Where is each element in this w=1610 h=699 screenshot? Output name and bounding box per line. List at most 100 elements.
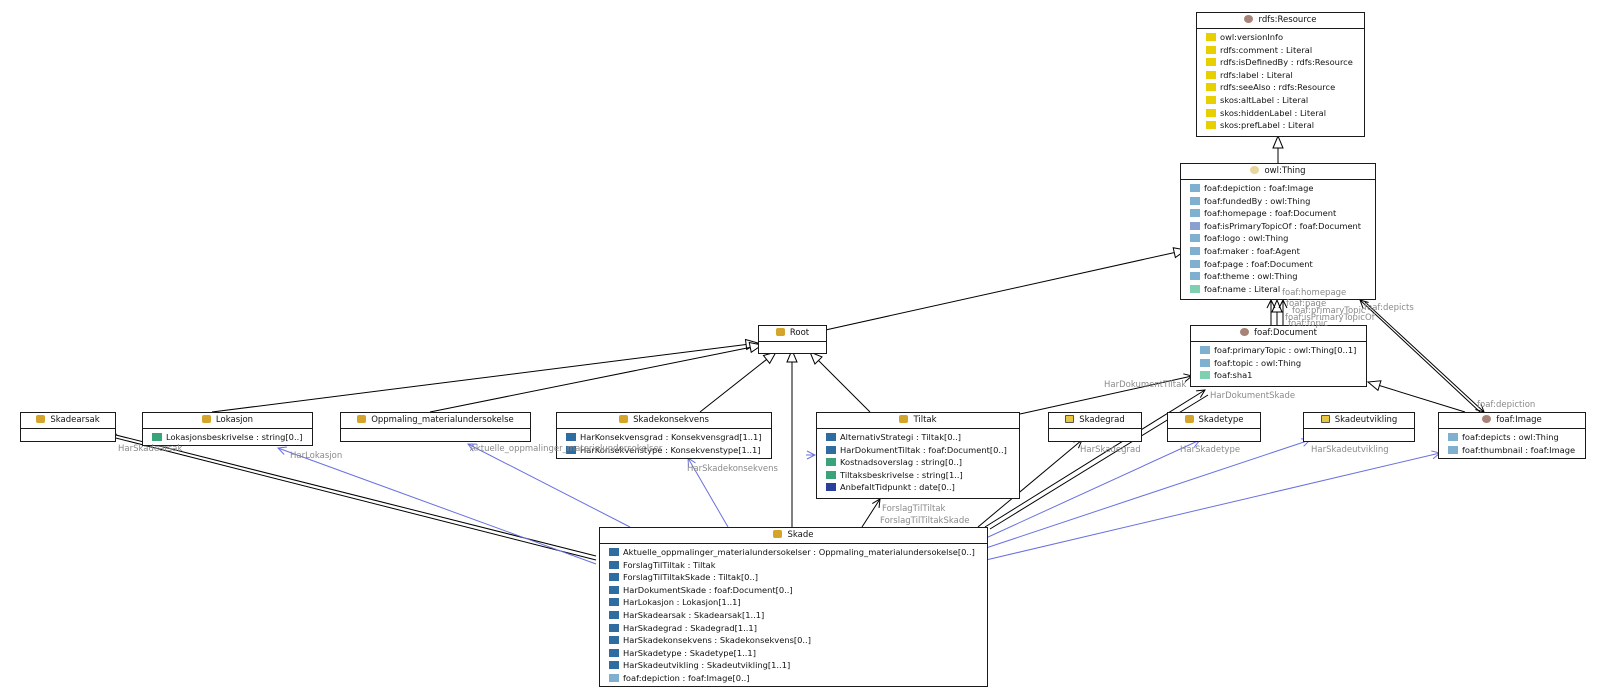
property-row[interactable]: foaf:topic : owl:Thing: [1191, 357, 1366, 370]
property-text: foaf:depiction : foaf:Image: [1204, 183, 1314, 193]
edge-skade-skadetype: [985, 440, 1200, 539]
subclass-edge-oppmaling-root: [429, 345, 762, 413]
property-row[interactable]: foaf:page : foaf:Document: [1181, 258, 1375, 271]
class-title: Oppmaling_materialundersokelse: [371, 415, 514, 425]
edge-skade-oppmaling: [468, 444, 631, 528]
property-row[interactable]: HarKonsekvenstype : Konsekvenstype[1..1]: [557, 444, 771, 457]
class-skadearsak[interactable]: Skadearsak: [20, 412, 116, 442]
foaf_object-property-icon: [609, 673, 619, 682]
property-row[interactable]: HarSkadeutvikling : Skadeutvikling[1..1]: [600, 659, 987, 672]
property-text: HarDokumentTiltak : foaf:Document[0..]: [840, 444, 1007, 455]
edge-skade-skadearsak-2: [103, 431, 597, 557]
property-row[interactable]: foaf:name : Literal: [1181, 283, 1375, 296]
property-row[interactable]: Aktuelle_oppmalinger_materialundersokels…: [600, 546, 987, 559]
property-row[interactable]: HarDokumentTiltak : foaf:Document[0..]: [817, 444, 1019, 457]
property-row[interactable]: Lokasjonsbeskrivelse : string[0..]: [143, 431, 312, 444]
property-row[interactable]: HarSkadekonsekvens : Skadekonsekvens[0..…: [600, 634, 987, 647]
property-row[interactable]: rdfs:label : Literal: [1197, 69, 1364, 82]
property-row[interactable]: HarSkadegrad : Skadegrad[1..1]: [600, 622, 987, 635]
class-skadeutvikling[interactable]: Skadeutvikling: [1303, 412, 1415, 442]
property-row[interactable]: AnbefaltTidpunkt : date[0..]: [817, 481, 1019, 494]
class-header: foaf:Document: [1191, 326, 1366, 342]
property-row[interactable]: foaf:depiction : foaf:Image[0..]: [600, 672, 987, 685]
edge-label-foaf-topic: foaf:topic: [1288, 319, 1328, 329]
property-row[interactable]: foaf:primaryTopic : owl:Thing[0..1]: [1191, 344, 1366, 357]
class-skade[interactable]: Skade Aktuelle_oppmalinger_materialunder…: [599, 527, 988, 687]
property-text: ForslagTilTiltakSkade : Tiltak[0..]: [623, 572, 758, 583]
property-row[interactable]: foaf:thumbnail : foaf:Image: [1439, 444, 1585, 457]
property-row[interactable]: HarDokumentSkade : foaf:Document[0..]: [600, 584, 987, 597]
property-row[interactable]: foaf:depiction : foaf:Image: [1181, 182, 1375, 195]
property-row[interactable]: foaf:logo : owl:Thing: [1181, 232, 1375, 245]
annotation-property-icon: [1206, 45, 1216, 54]
object-property-icon: [826, 445, 836, 454]
property-row[interactable]: skos:hiddenLabel : Literal: [1197, 107, 1364, 120]
foaf_object-property-icon: [1190, 196, 1200, 205]
property-text: rdfs:label : Literal: [1220, 69, 1293, 80]
edge-label-aktuelle: Aktuelle_oppmalinger_materialundersokels…: [470, 444, 663, 454]
property-row[interactable]: HarLokasjon : Lokasjon[1..1]: [600, 596, 987, 609]
property-text: foaf:maker : foaf:Agent: [1204, 245, 1300, 256]
class-header: Root: [759, 326, 826, 342]
property-text: rdfs:isDefinedBy : rdfs:Resource: [1220, 57, 1353, 68]
property-row[interactable]: HarKonsekvensgrad : Konsekvensgrad[1..1]: [557, 431, 771, 444]
property-row[interactable]: Kostnadsoverslag : string[0..]: [817, 456, 1019, 469]
owl-class-icon: [1250, 166, 1260, 174]
property-row[interactable]: Tiltaksbeskrivelse : string[1..]: [817, 469, 1019, 482]
annotation-property-icon: [1206, 108, 1216, 117]
class-foaf-document[interactable]: foaf:Document foaf:primaryTopic : owl:Th…: [1190, 325, 1367, 387]
property-row[interactable]: foaf:homepage : foaf:Document: [1181, 207, 1375, 220]
property-text: HarSkadegrad : Skadegrad[1..1]: [623, 622, 757, 633]
property-row[interactable]: ForslagTilTiltakSkade : Tiltak[0..]: [600, 571, 987, 584]
property-text: HarSkadekonsekvens : Skadekonsekvens[0..…: [623, 635, 811, 646]
property-row[interactable]: skos:prefLabel : Literal: [1197, 119, 1364, 132]
edge-label-forslag-til-tiltak-skade: ForslagTilTiltakSkade: [880, 516, 970, 526]
class-root[interactable]: Root: [758, 325, 827, 354]
class-header: Skadekonsekvens: [557, 413, 771, 429]
property-row[interactable]: ForslagTilTiltak : Tiltak: [600, 559, 987, 572]
class-icon: [357, 415, 367, 423]
property-row[interactable]: HarSkadearsak : Skadearsak[1..1]: [600, 609, 987, 622]
property-text: foaf:isPrimaryTopicOf : foaf:Document: [1204, 220, 1362, 231]
class-oppmaling[interactable]: Oppmaling_materialundersokelse: [340, 412, 531, 442]
property-text: skos:altLabel : Literal: [1220, 94, 1309, 105]
property-row[interactable]: HarSkadetype : Skadetype[1..1]: [600, 647, 987, 660]
property-row[interactable]: foaf:isPrimaryTopicOf : foaf:Document: [1181, 220, 1375, 233]
subclass-edge-skadekonsekvens-root: [699, 352, 776, 413]
property-row[interactable]: rdfs:comment : Literal: [1197, 44, 1364, 57]
class-skadegrad[interactable]: Skadegrad: [1048, 412, 1142, 442]
property-row[interactable]: foaf:theme : owl:Thing: [1181, 270, 1375, 283]
property-text: HarSkadetype : Skadetype[1..1]: [623, 647, 756, 658]
edge-label-har-skadekonsekvens: HarSkadekonsekvens: [687, 464, 778, 474]
property-row[interactable]: rdfs:isDefinedBy : rdfs:Resource: [1197, 56, 1364, 69]
property-row[interactable]: foaf:sha1: [1191, 369, 1366, 382]
property-text: foaf:page : foaf:Document: [1204, 258, 1313, 269]
class-lokasjon[interactable]: Lokasjon Lokasjonsbeskrivelse : string[0…: [142, 412, 313, 446]
property-row[interactable]: foaf:maker : foaf:Agent: [1181, 245, 1375, 258]
foaf_object-property-icon: [1190, 259, 1200, 268]
class-skadetype[interactable]: Skadetype: [1167, 412, 1261, 442]
property-row[interactable]: foaf:depicts : owl:Thing: [1439, 431, 1585, 444]
object-property-icon: [826, 433, 836, 441]
foaf_object-property-icon: [1200, 358, 1210, 367]
property-row[interactable]: foaf:fundedBy : owl:Thing: [1181, 195, 1375, 208]
property-text: foaf:topic : owl:Thing: [1214, 357, 1302, 368]
class-skadekonsekvens[interactable]: Skadekonsekvens HarKonsekvensgrad : Kons…: [556, 412, 772, 459]
property-row[interactable]: AlternativStrategi : Tiltak[0..]: [817, 431, 1019, 444]
foaf_object-property-icon: [1200, 346, 1210, 354]
datatype-property-icon: [152, 433, 162, 441]
object-property-icon: [566, 445, 576, 454]
property-text: foaf:sha1: [1214, 370, 1253, 381]
property-row[interactable]: rdfs:seeAlso : rdfs:Resource: [1197, 81, 1364, 94]
property-row[interactable]: owl:versionInfo: [1197, 31, 1364, 44]
property-text: Tiltaksbeskrivelse : string[1..]: [840, 469, 963, 480]
edge-label-har-skadegrad: HarSkadegrad: [1080, 445, 1141, 455]
edge-skade-skadegrad: [977, 440, 1082, 528]
annotation-property-icon: [1206, 58, 1216, 67]
property-row[interactable]: skos:altLabel : Literal: [1197, 94, 1364, 107]
foaf_object-property-icon: [1190, 184, 1200, 192]
class-tiltak[interactable]: Tiltak AlternativStrategi : Tiltak[0..]H…: [816, 412, 1020, 499]
